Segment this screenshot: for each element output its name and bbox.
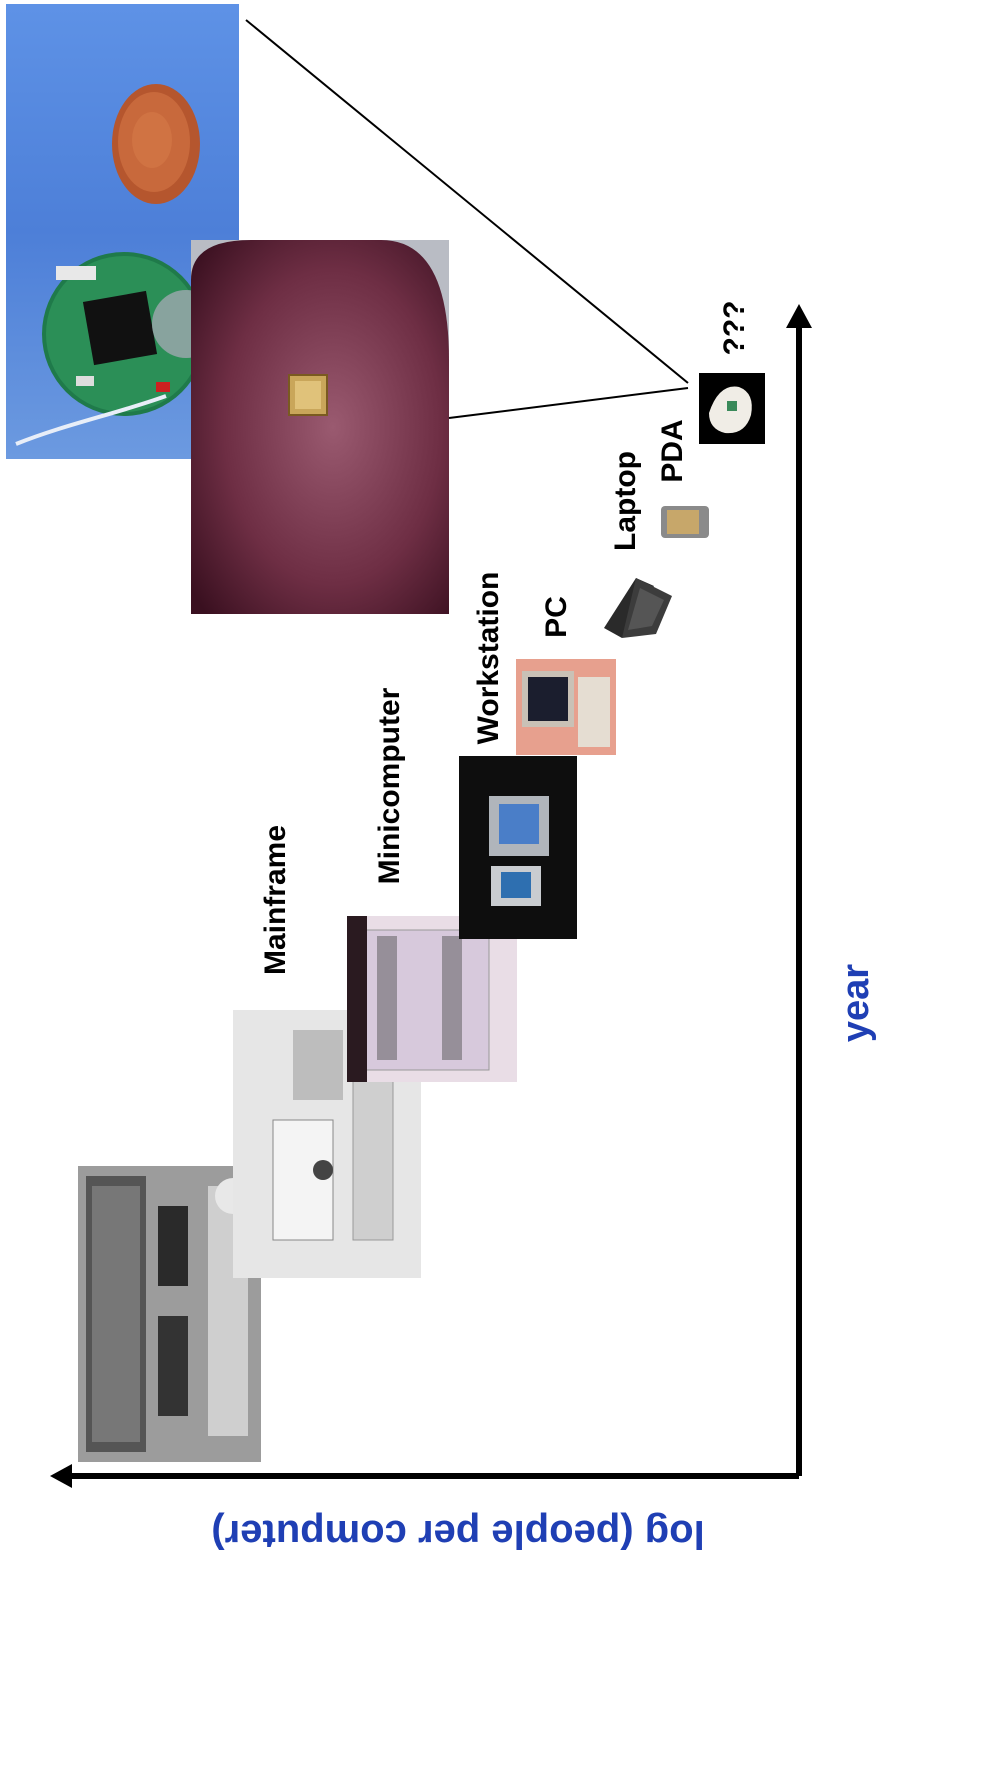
x-axis-arrow [786, 304, 812, 328]
minicomputer-photo [347, 916, 517, 1082]
sensor-node-illustration [15, 84, 220, 446]
y-axis-arrow [50, 1464, 72, 1488]
pda-photo [657, 502, 713, 542]
sensor-node-photo [6, 4, 239, 459]
x-axis-label: year [835, 963, 877, 1043]
fingertip-chip-photo [191, 240, 449, 614]
laptop-photo [596, 568, 676, 650]
pc-photo [516, 659, 616, 755]
workstation-photo [459, 756, 577, 939]
early-computer-photo [78, 1166, 261, 1462]
fingertip-illustration [191, 240, 449, 614]
y-axis-label: log (people per computer) [211, 1512, 705, 1556]
future-device-photo [699, 373, 765, 444]
